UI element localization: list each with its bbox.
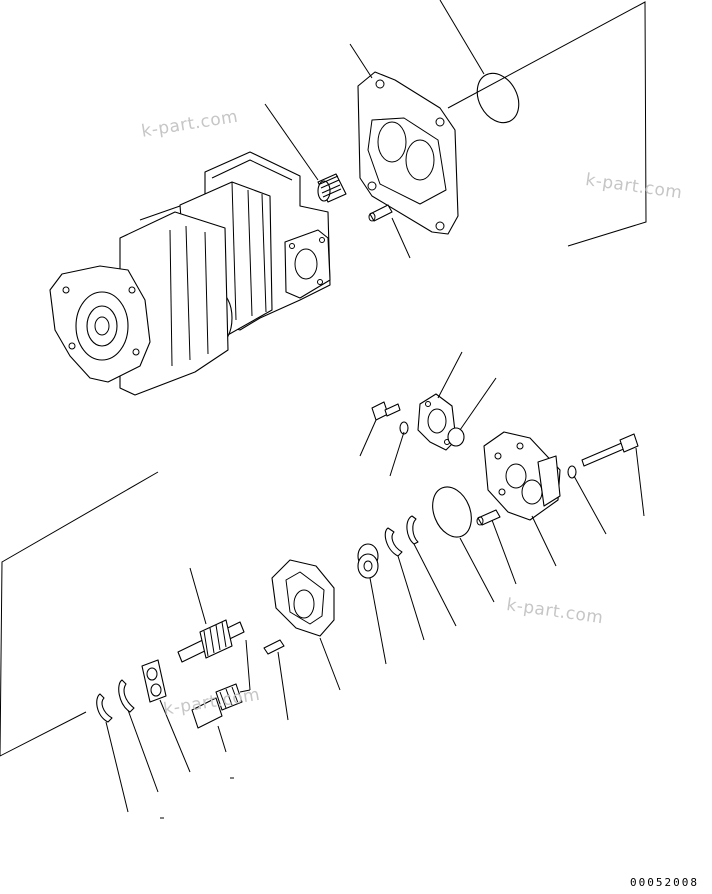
dowel-pin-upper [368, 204, 393, 222]
long-bolt [581, 433, 639, 467]
gear-housing [271, 559, 335, 637]
snap-ring-b [384, 527, 403, 557]
dowel-pin-lower [263, 639, 285, 655]
driven-gear [191, 683, 243, 729]
washer-small [399, 421, 409, 435]
washer-bolt [567, 465, 577, 479]
drive-shaft [177, 619, 245, 663]
o-ring-middle [432, 486, 472, 538]
spline-coupling [317, 173, 347, 203]
dowel-pin-middle [476, 509, 501, 526]
o-ring-upper [476, 72, 520, 124]
cover-plate [357, 71, 459, 235]
small-o-ring [447, 427, 465, 447]
seal-left [141, 659, 167, 703]
pump-assembly [49, 151, 331, 396]
snap-ring-a [406, 515, 419, 545]
drawing-code: 00052008 [630, 876, 699, 889]
snap-ring-c [118, 679, 135, 713]
bolt-small [371, 401, 401, 421]
rear-cover [483, 431, 561, 521]
snap-ring-d [96, 693, 113, 723]
bushing [357, 543, 379, 579]
leader-lines [0, 0, 647, 819]
